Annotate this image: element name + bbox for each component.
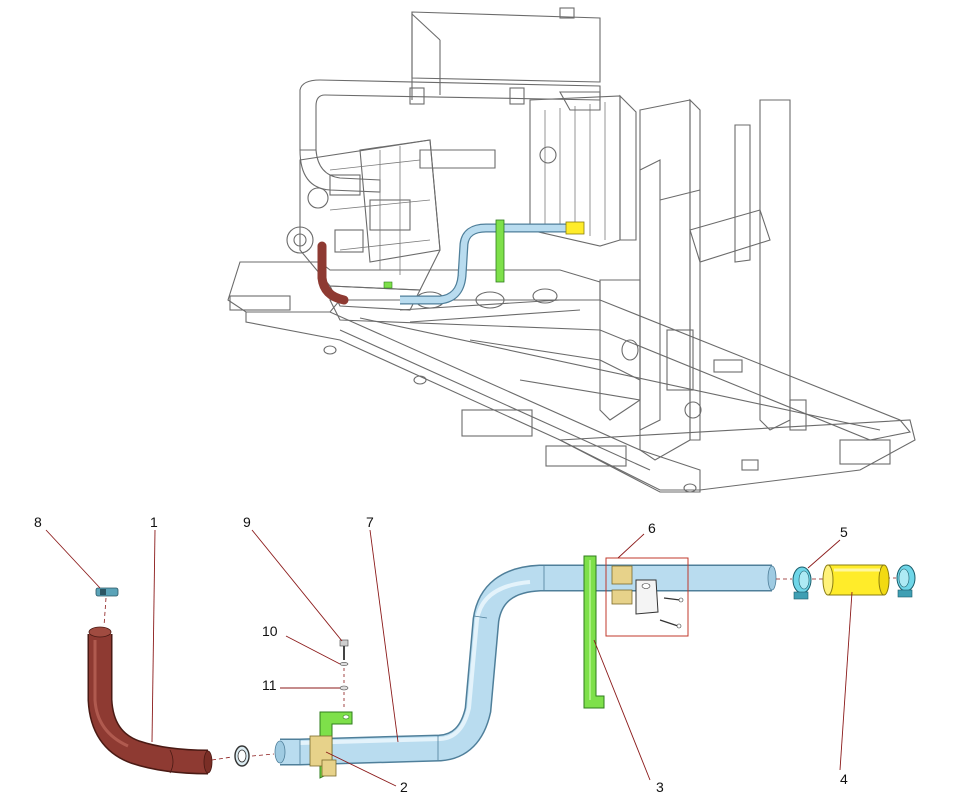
leader-1 <box>151 529 156 743</box>
part-3-hanger-bracket <box>583 555 605 709</box>
callout-7: 7 <box>366 514 374 530</box>
callout-8: 8 <box>34 514 42 530</box>
overview-hanger-bracket <box>495 219 505 283</box>
leader-6 <box>617 533 645 559</box>
overview-coupler <box>565 221 585 235</box>
part-6-saddle-clamp <box>605 557 689 637</box>
callout-11: 11 <box>262 677 277 693</box>
exploded-parts: 8 1 9 7 6 5 10 11 2 3 4 <box>34 514 916 795</box>
rear-upright-tower <box>599 98 807 471</box>
clamp-right <box>896 564 916 598</box>
leader-2 <box>325 751 397 787</box>
callout-labels: 8 1 9 7 6 5 10 11 2 3 4 <box>34 514 848 795</box>
leader-10 <box>285 635 341 665</box>
machine-overview <box>227 7 916 493</box>
callout-4: 4 <box>840 771 848 787</box>
engine-block <box>286 139 441 311</box>
part-5-clamps <box>776 564 916 600</box>
leader-7 <box>369 529 399 743</box>
part-11-nut <box>339 685 349 691</box>
overview-exhaust-route <box>317 219 585 305</box>
leader-3 <box>593 639 651 781</box>
part-2-front-bracket <box>309 711 353 779</box>
part-4-coupler-sleeve <box>822 564 890 596</box>
part-9-bolt <box>339 639 349 647</box>
hardware-stack <box>339 639 349 710</box>
callout-1: 1 <box>150 514 158 530</box>
clamp-left <box>792 566 812 600</box>
leader-8 <box>45 529 101 589</box>
radiator-assembly <box>411 7 637 247</box>
chassis-frame <box>227 261 916 493</box>
gasket-ring <box>211 745 275 767</box>
callout-3: 3 <box>656 779 664 795</box>
callout-6: 6 <box>648 520 656 536</box>
leader-lines <box>45 529 853 787</box>
part-1-exhaust-elbow <box>87 626 213 775</box>
leader-9 <box>251 529 343 642</box>
leader-4 <box>839 591 853 771</box>
highlight-box <box>605 557 689 637</box>
callout-2: 2 <box>400 779 408 795</box>
part-8-stud <box>95 587 119 627</box>
part-7-exhaust-tube <box>274 564 777 766</box>
callout-5: 5 <box>840 524 848 540</box>
callout-10: 10 <box>262 623 278 639</box>
leader-5 <box>807 539 841 569</box>
part-10-washer <box>339 662 349 666</box>
callout-9: 9 <box>243 514 251 530</box>
overview-exhaust-elbow <box>317 241 349 305</box>
